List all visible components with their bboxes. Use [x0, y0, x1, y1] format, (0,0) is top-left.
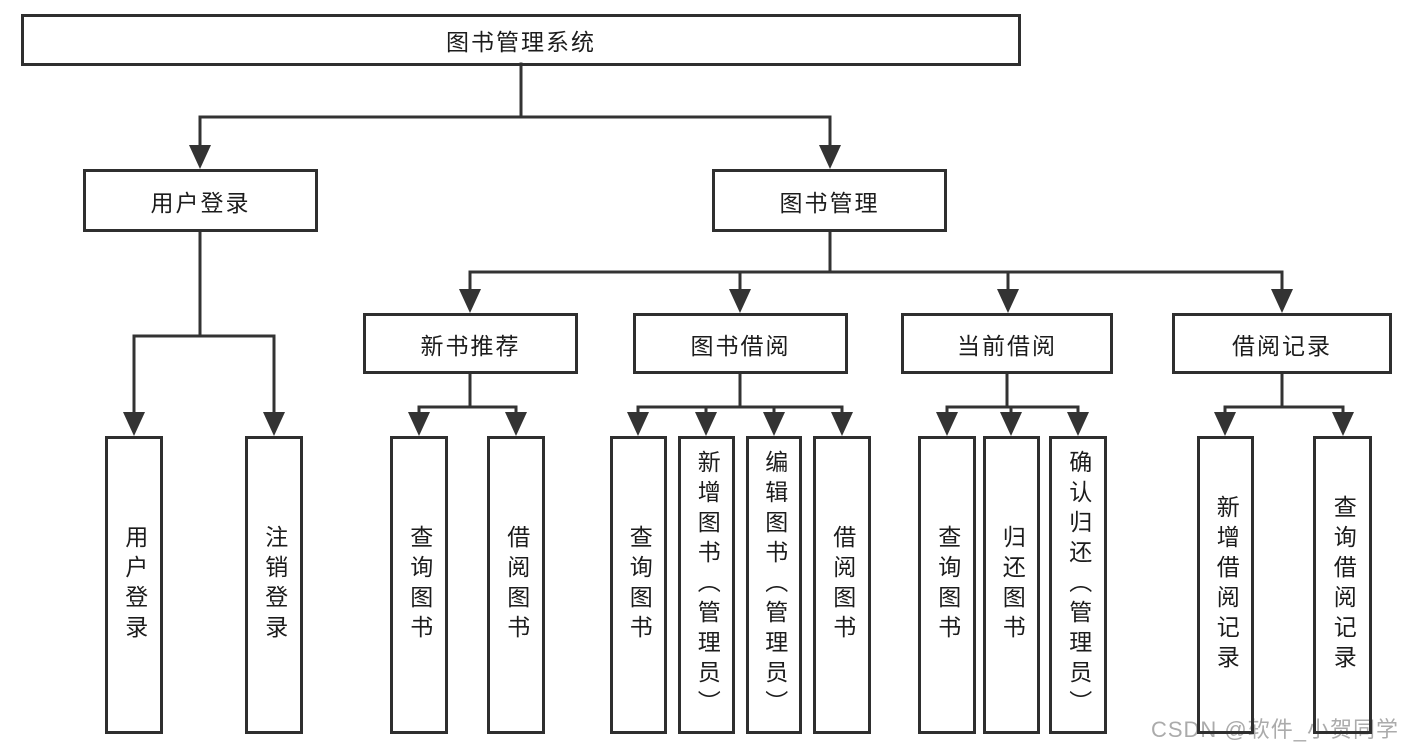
leaf-add-book-admin-label: 新增图书（管理员） — [694, 450, 721, 720]
arrowhead-leaf-add-book — [695, 412, 717, 436]
node-borrow-record: 借阅记录 — [1172, 313, 1392, 374]
arrowhead-borrow-record — [1271, 289, 1293, 313]
leaf-confirm-return-admin: 确认归还（管理员） — [1049, 436, 1107, 734]
arrowhead-user-login — [189, 145, 211, 169]
node-root-label: 图书管理系统 — [446, 29, 596, 55]
arrowhead-leaf-query-book-2 — [627, 412, 649, 436]
node-book-borrow: 图书借阅 — [633, 313, 848, 374]
arrowhead-new-book-recommend — [459, 289, 481, 313]
connector-root-to-level2 — [198, 62, 832, 148]
leaf-user-login: 用户登录 — [105, 436, 163, 734]
arrowhead-leaf-return-book — [1000, 412, 1022, 436]
node-book-management: 图书管理 — [712, 169, 947, 232]
leaf-query-book-1-label: 查询图书 — [406, 525, 433, 645]
node-new-book-recommend: 新书推荐 — [363, 313, 578, 374]
leaf-query-book-2: 查询图书 — [610, 436, 667, 734]
leaf-confirm-return-admin-label: 确认归还（管理员） — [1065, 450, 1092, 720]
leaf-borrow-book-2: 借阅图书 — [813, 436, 871, 734]
arrowhead-book-management — [819, 145, 841, 169]
arrowhead-book-borrow — [729, 289, 751, 313]
leaf-borrow-book-2-label: 借阅图书 — [829, 525, 856, 645]
leaf-query-book-1: 查询图书 — [390, 436, 448, 734]
node-user-login-label: 用户登录 — [150, 189, 251, 216]
leaf-add-borrow-record: 新增借阅记录 — [1197, 436, 1254, 734]
node-borrow-record-label: 借阅记录 — [1232, 332, 1332, 359]
node-current-borrow: 当前借阅 — [901, 313, 1113, 374]
node-root: 图书管理系统 — [21, 14, 1021, 66]
arrowhead-leaf-confirm-return — [1067, 412, 1089, 436]
leaf-add-borrow-record-label: 新增借阅记录 — [1213, 495, 1240, 675]
connector-current-borrow-children — [945, 372, 1080, 415]
leaf-return-book: 归还图书 — [983, 436, 1040, 734]
connector-borrow-record-children — [1223, 372, 1345, 415]
leaf-borrow-book-1-label: 借阅图书 — [503, 525, 530, 645]
node-book-borrow-label: 图书借阅 — [690, 332, 791, 359]
connector-book-borrow-children — [636, 372, 844, 415]
connector-new-book-recommend-children — [417, 372, 518, 415]
arrowhead-leaf-user-login — [123, 412, 145, 436]
leaf-edit-book-admin-label: 编辑图书（管理员） — [761, 450, 788, 720]
leaf-add-book-admin: 新增图书（管理员） — [678, 436, 735, 734]
leaf-edit-book-admin: 编辑图书（管理员） — [746, 436, 802, 734]
leaf-query-borrow-record-label: 查询借阅记录 — [1330, 495, 1357, 675]
leaf-return-book-label: 归还图书 — [999, 525, 1026, 645]
node-current-borrow-label: 当前借阅 — [957, 332, 1057, 359]
arrowhead-current-borrow — [997, 289, 1019, 313]
arrowhead-leaf-add-borrow-record — [1214, 412, 1236, 436]
leaf-query-borrow-record: 查询借阅记录 — [1313, 436, 1372, 734]
arrowhead-leaf-edit-book — [763, 412, 785, 436]
leaf-borrow-book-1: 借阅图书 — [487, 436, 545, 734]
watermark: CSDN @软件_小贺同学 — [1150, 717, 1399, 742]
arrowhead-leaf-borrow-book-2 — [831, 412, 853, 436]
leaf-logout: 注销登录 — [245, 436, 303, 734]
connector-book-management-children — [468, 230, 1284, 293]
node-book-management-label: 图书管理 — [779, 189, 880, 216]
leaf-query-book-2-label: 查询图书 — [626, 525, 653, 645]
arrowhead-leaf-query-borrow-record — [1332, 412, 1354, 436]
node-new-book-recommend-label: 新书推荐 — [420, 332, 521, 359]
arrowhead-leaf-logout — [263, 412, 285, 436]
leaf-query-book-3: 查询图书 — [918, 436, 976, 734]
arrowhead-leaf-query-book-3 — [936, 412, 958, 436]
leaf-query-book-3-label: 查询图书 — [934, 525, 961, 645]
leaf-user-login-label: 用户登录 — [121, 525, 148, 645]
arrowhead-leaf-borrow-book-1 — [505, 412, 527, 436]
connector-user-login-children — [132, 230, 276, 415]
leaf-logout-label: 注销登录 — [261, 525, 288, 645]
arrowhead-leaf-query-book-1 — [408, 412, 430, 436]
node-user-login: 用户登录 — [83, 169, 318, 232]
